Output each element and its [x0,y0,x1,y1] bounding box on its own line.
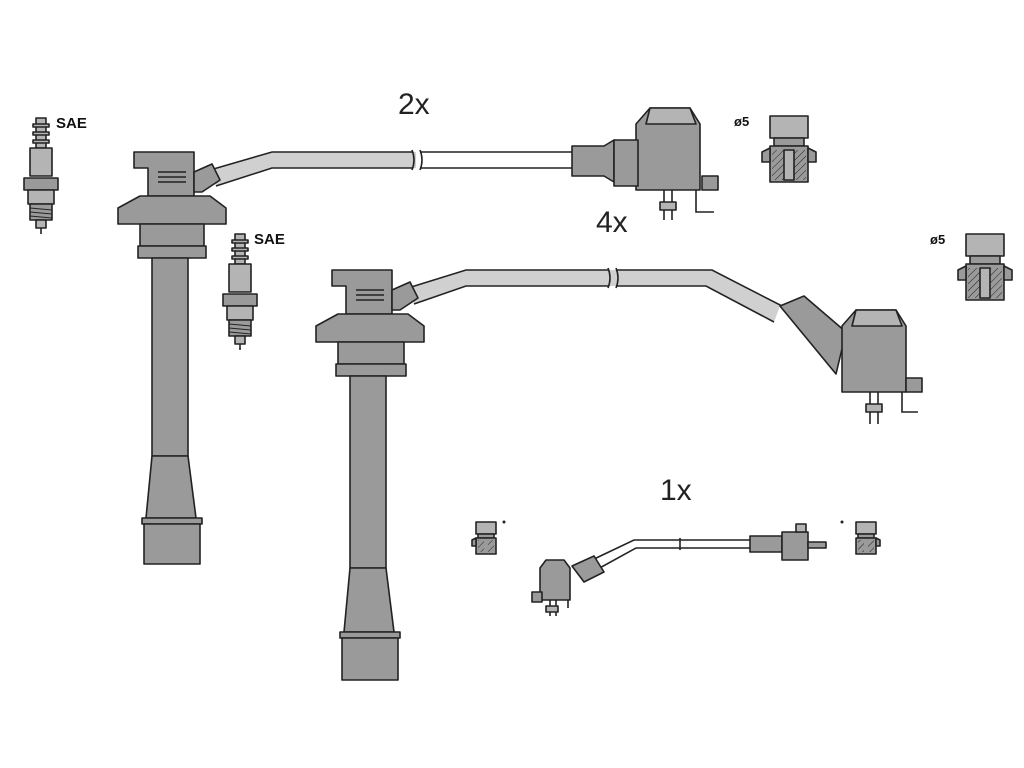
quantity-label-bottom: 1x [660,474,692,507]
spark-plug-2-label: SAE [254,231,285,248]
terminal-2-label: ø5 [930,232,945,247]
ignition-lead-long-2 [315,267,783,681]
terminal-1-label: ø5 [734,114,749,129]
terminal-1 [761,115,817,183]
quantity-label-top: 2x [398,88,430,121]
ignition-lead-short [531,523,827,616]
spark-plug-1 [23,117,59,234]
coil-connector-2 [779,295,923,424]
quantity-label-mid: 4x [596,206,628,239]
ignition-lead-long-1 [117,149,572,565]
spark-plug-2 [222,233,258,350]
spark-plug-1-label: SAE [56,115,87,132]
small-terminal-right [840,520,881,555]
small-terminal-left [471,520,506,555]
terminal-2 [957,233,1013,301]
coil-connector-1 [571,107,719,220]
